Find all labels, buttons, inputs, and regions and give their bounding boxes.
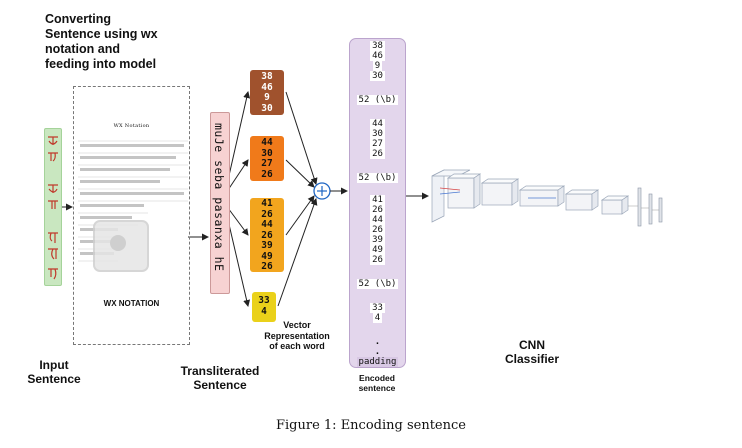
encoded-token: 4: [372, 313, 383, 323]
encoded-token: 9: [372, 61, 383, 71]
encoded-token: .: [374, 347, 381, 357]
encoded-token: 26: [370, 255, 385, 265]
vec3-value: 44: [261, 219, 273, 230]
encoded-token: 44: [370, 119, 385, 129]
heading-line-4: feeding into model: [45, 57, 157, 71]
word-vector-4: 33 4: [252, 292, 276, 322]
vec2-value: 26: [261, 168, 273, 180]
vec1-value: 30: [261, 102, 273, 114]
vec3-value: 39: [261, 240, 273, 251]
encoded-token: 30: [370, 71, 385, 81]
encoded-separator-token: 52 (\b): [356, 95, 399, 105]
vec3-value: 49: [261, 250, 273, 262]
vector-representation-caption: Vector Representation of each word: [264, 320, 330, 351]
encoded-token: 26: [370, 205, 385, 215]
transliterated-text: muJe seba pasanxa hE: [212, 123, 226, 272]
vec2-value: 27: [261, 158, 273, 169]
arrow-vec4-to-sum: [277, 198, 318, 307]
transliterated-sentence-bar: muJe seba pasanxa hE: [210, 112, 230, 294]
arrow-to-vec4: [227, 219, 251, 307]
vec2-value: 30: [261, 147, 273, 159]
wx-table-title: WX Notation: [113, 123, 150, 129]
arrow-to-vec2: [227, 159, 249, 191]
encoded-token: .: [374, 337, 381, 347]
input-sentence-bar: [44, 128, 62, 286]
vec1-value: 9: [264, 92, 270, 103]
input-sentence-caption: Input Sentence: [27, 358, 81, 386]
encoded-sentence-caption: Encoded sentence: [358, 373, 396, 393]
cnn-classifier-caption: CNN Classifier: [504, 338, 560, 366]
vec3-value: 41: [261, 198, 273, 209]
word-vector-1: 38 46 9 30: [250, 70, 284, 115]
vec1-value: 46: [261, 81, 273, 93]
figure-caption: Figure 1: Encoding sentence: [276, 418, 466, 433]
encoded-token: 38: [370, 41, 385, 51]
vec1-value: 38: [261, 71, 273, 82]
arrow-to-vec1: [227, 91, 251, 181]
encoded-separator-token: 52 (\b): [356, 279, 399, 289]
vec3-value: 26: [261, 261, 273, 272]
vec2-value: 44: [261, 137, 273, 148]
word-vector-3: 41 26 44 26 39 49 26: [250, 198, 284, 272]
diagram-heading: Converting Sentence using wx notation an…: [45, 12, 195, 72]
encoded-token: 44: [370, 215, 385, 225]
wx-notation-table: [78, 140, 188, 272]
encoded-token: 33: [370, 303, 385, 313]
cnn-diagram: [431, 169, 663, 227]
encoded-separator-token: 52 (\b): [356, 173, 399, 183]
vec3-value: 26: [261, 229, 273, 241]
encoded-token: 41: [370, 195, 385, 205]
encoded-token: 27: [370, 139, 385, 149]
encoded-token: 46: [370, 51, 385, 61]
arrow-vec1-to-sum: [285, 91, 318, 185]
encoded-token: 26: [370, 225, 385, 235]
word-vector-2: 44 30 27 26: [250, 136, 284, 181]
heading-line-2: Sentence using wx: [45, 27, 158, 41]
encoded-padding-label: padding: [356, 357, 399, 367]
arrow-vec2-to-sum: [285, 159, 315, 188]
devanagari-script-image: [48, 136, 58, 280]
wx-notation-panel: WX Notation WX NOTATION: [73, 86, 190, 345]
transliterated-caption: Transliterated Sentence: [180, 364, 260, 392]
vec4-value: 4: [261, 305, 267, 317]
arrow-vec3-to-sum: [285, 195, 315, 236]
wx-panel-caption: WX NOTATION: [103, 299, 160, 308]
heading-line-3: notation and: [45, 42, 120, 56]
arrow-to-vec3: [227, 207, 249, 236]
vec4-value: 33: [258, 295, 270, 306]
encoded-token: 39: [370, 235, 385, 245]
vec3-value: 26: [261, 208, 273, 220]
heading-line-1: Converting: [45, 12, 111, 26]
encoded-token: 49: [370, 245, 385, 255]
encoded-token: 30: [370, 129, 385, 139]
encoded-token: 26: [370, 149, 385, 159]
